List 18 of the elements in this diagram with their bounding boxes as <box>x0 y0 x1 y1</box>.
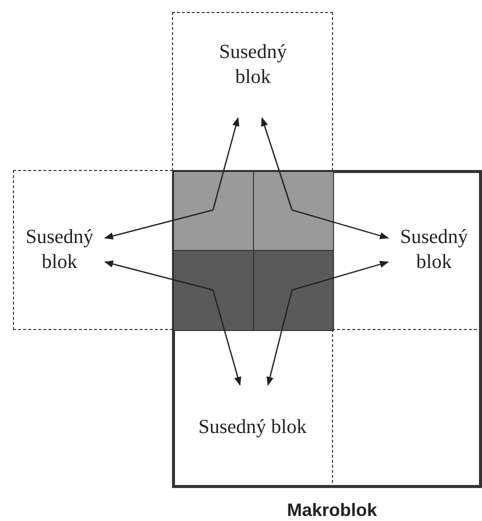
sub-block-square <box>173 250 254 331</box>
arrow <box>104 260 214 291</box>
sub-block-square <box>253 171 334 251</box>
block-label: Susedný blok <box>24 225 94 275</box>
arrow <box>212 117 240 210</box>
block-label: Susedný blok <box>399 225 469 275</box>
sub-block-square <box>173 171 254 251</box>
arrow <box>261 117 293 210</box>
sub-block-square <box>253 250 334 331</box>
arrow <box>292 260 389 291</box>
current-block <box>172 170 333 330</box>
arrow <box>212 290 242 386</box>
block-label: Susedný blok <box>197 415 308 440</box>
arrow <box>292 209 389 240</box>
macroblock-caption: Makroblok <box>286 499 378 521</box>
block-label: Susedný blok <box>218 40 288 90</box>
arrow <box>266 290 293 386</box>
arrow <box>104 209 214 240</box>
